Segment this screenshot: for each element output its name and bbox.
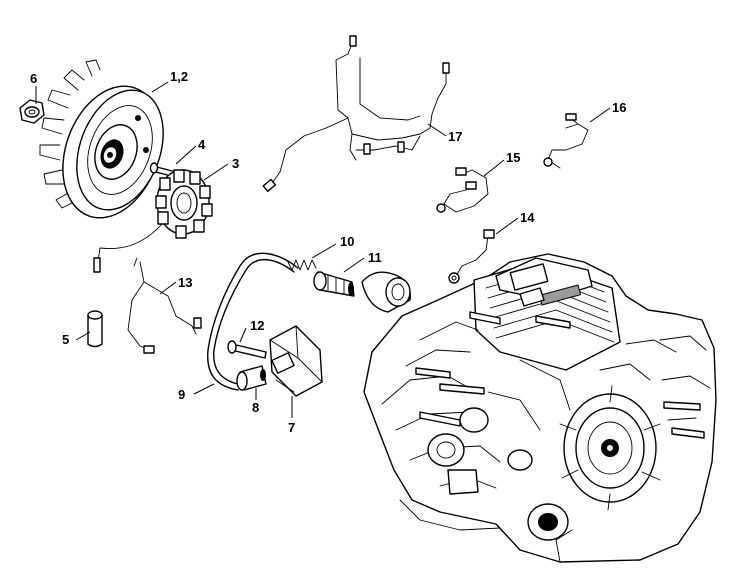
ground-wire-ring — [448, 229, 495, 284]
callout-9: 9 — [178, 387, 185, 402]
flywheel-nut — [19, 99, 45, 124]
callout-13: 13 — [178, 275, 192, 290]
callout-8: 8 — [252, 400, 259, 415]
callout-1-2: 1,2 — [170, 69, 188, 84]
callout-7: 7 — [288, 420, 295, 435]
ground-wire — [543, 113, 589, 169]
callout-3: 3 — [232, 156, 239, 171]
module-screw — [227, 340, 267, 359]
ignition-stator — [93, 169, 213, 273]
flywheel — [39, 59, 164, 219]
wire-harness — [262, 35, 450, 192]
callout-14: 14 — [520, 210, 535, 225]
callout-4: 4 — [198, 137, 206, 152]
callout-6: 6 — [30, 71, 37, 86]
callout-12: 12 — [250, 318, 264, 333]
callout-5: 5 — [62, 332, 69, 347]
ignition-module — [269, 325, 323, 397]
engine-assembly — [363, 253, 717, 563]
ignition-lead — [207, 252, 299, 391]
intake-sleeve — [361, 271, 411, 313]
cable-nozzle — [236, 365, 267, 391]
sleeve — [87, 310, 103, 348]
callout-16: 16 — [612, 100, 626, 115]
leader-lines — [35, 81, 611, 418]
callout-11: 11 — [368, 250, 382, 265]
callout-10: 10 — [340, 234, 354, 249]
callout-labels: 6 1,2 4 3 13 5 10 11 12 9 8 7 17 16 15 1… — [30, 69, 626, 435]
callout-15: 15 — [506, 150, 520, 165]
contact-spring — [287, 259, 317, 271]
spark-plug-boot — [313, 271, 355, 297]
callout-17: 17 — [448, 129, 462, 144]
ground-wire-2 — [436, 167, 489, 213]
short-circuit-wire — [127, 257, 202, 354]
